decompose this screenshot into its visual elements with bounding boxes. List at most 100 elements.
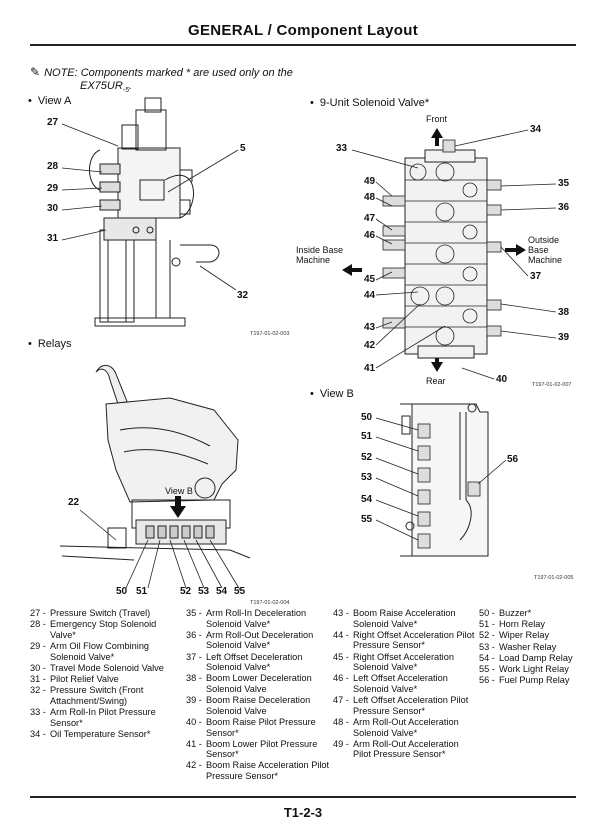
callout-32: 32 [237, 290, 249, 301]
legend-item-number: 40 - [186, 716, 202, 727]
figure-code-solenoid: T197-01-02-007 [532, 382, 572, 388]
callout-52: 52 [180, 586, 192, 597]
figure-code-relays: T197-01-02-004 [250, 600, 290, 606]
callout-39: 39 [558, 332, 570, 343]
callout-38: 38 [558, 307, 570, 318]
callout-33: 33 [336, 143, 348, 154]
legend-item-text: Arm Roll-Out Acceleration Solenoid Valve… [353, 716, 459, 738]
note-period: . [129, 80, 133, 92]
legend-item-number: 54 - [479, 652, 495, 663]
callout-29: 29 [47, 183, 59, 194]
callout-30: 30 [47, 203, 59, 214]
legend-item-number: 53 - [479, 641, 495, 652]
legend-item-number: 46 - [333, 673, 349, 684]
legend-item-number: 36 - [186, 629, 202, 640]
legend-item: 31 -Pilot Relief Valve [30, 674, 180, 685]
legend-item-number: 27 - [30, 608, 46, 618]
callout-36: 36 [558, 202, 570, 213]
callout-45: 45 [364, 274, 376, 285]
note: ✎NOTE: Components marked * are used only… [30, 66, 293, 97]
legend-item-text: Left Offset Deceleration Solenoid Valve* [206, 651, 303, 673]
vb-callout-54: 54 [361, 494, 373, 505]
legend-item-text: Travel Mode Solenoid Valve [50, 662, 164, 673]
legend-item: 35 -Arm Roll-In Deceleration Solenoid Va… [186, 608, 331, 629]
figure-code-view-b: T197-01-02-005 [534, 575, 574, 581]
legend-item-number: 33 - [30, 706, 46, 717]
legend-item-number: 44 - [333, 629, 349, 640]
legend-item-text: Emergency Stop Solenoid Valve* [50, 619, 157, 640]
legend-item: 44 -Right Offset Acceleration Pilot Pres… [333, 630, 478, 651]
legend-item: 50 - Buzzer* [479, 608, 576, 619]
vb-callout-52: 52 [361, 452, 373, 463]
vb-callout-56: 56 [507, 454, 519, 465]
legend-item-text: Boom Raise Acceleration Pilot Pressure S… [206, 760, 330, 782]
legend-item-text: Fuel Pump Relay [499, 675, 570, 686]
legend-item-text: Pressure Switch (Front Attachment/Swing) [50, 685, 144, 706]
vb-callout-55: 55 [361, 514, 373, 525]
legend-item-number: 51 - [479, 619, 495, 630]
legend-item: 39 -Boom Raise Deceleration Solenoid Val… [186, 695, 331, 716]
legend-item: 46 - Left Offset Acceleration Solenoid Va… [333, 673, 478, 694]
section-view-b: View B [310, 388, 354, 400]
section-relays: Relays [28, 338, 72, 350]
note-model-suffix: -5 [122, 87, 130, 95]
callout-47: 47 [364, 213, 376, 224]
legend-item-text: Work Light Relay [499, 663, 569, 674]
callout-40: 40 [496, 374, 508, 385]
callout-55: 55 [234, 586, 246, 597]
legend-item-number: 49 - [333, 738, 349, 749]
callout-37: 37 [530, 271, 542, 282]
legend-item-number: 37 - [186, 651, 202, 662]
footer-rule [30, 796, 576, 798]
legend-item: 48 -Arm Roll-Out Acceleration Solenoid V… [333, 717, 478, 738]
direction-rear: Rear [426, 376, 446, 386]
vb-callout-51: 51 [361, 431, 373, 442]
callout-31: 31 [47, 233, 59, 244]
legend-item: 41 -Boom Lower Pilot Pressure Sensor* [186, 739, 331, 760]
legend-item-text: Load Damp Relay [499, 652, 573, 663]
legend-item: 56 -Fuel Pump Relay [479, 675, 576, 686]
legend-item-text: Left Offset Acceleration Pilot Pressure … [353, 695, 469, 716]
legend-col-1: 27 -Pressure Switch (Travel)28 -Emergenc… [30, 608, 180, 740]
figure-code-view-a: T197-01-02-003 [250, 331, 290, 337]
legend-item-text: Pressure Switch (Travel) [50, 608, 151, 618]
callout-43: 43 [364, 322, 376, 333]
legend-item-number: 42 - [186, 760, 202, 771]
legend-item-text: Wiper Relay [499, 630, 550, 641]
legend-item: 54 - Load Damp Relay [479, 653, 576, 664]
legend-item-number: 55 - [479, 663, 495, 674]
legend-item: 36 -Arm Roll-Out Deceleration Solenoid V… [186, 630, 331, 651]
view-b-marker: View B [165, 486, 193, 496]
legend-item: 49 -Arm Roll-Out Acceleration Pilot Pres… [333, 739, 478, 760]
legend-item-text: Left Offset Acceleration Solenoid Valve* [353, 673, 448, 694]
legend-item-number: 32 - [30, 685, 46, 696]
callout-35: 35 [558, 178, 570, 189]
direction-front: Front [426, 114, 448, 124]
callout-54: 54 [216, 586, 228, 597]
legend-item-text: Buzzer* [499, 608, 532, 618]
callout-34: 34 [530, 124, 542, 135]
direction-outside-base: Outside Base Machine [528, 235, 563, 265]
legend-item: 30 -Travel Mode Solenoid Valve [30, 663, 180, 674]
callout-53: 53 [198, 586, 210, 597]
note-pencil-icon: ✎ [30, 65, 41, 79]
legend-item-text: Washer Relay [499, 641, 557, 652]
legend-item-text: Horn Relay [499, 619, 545, 630]
component-legend: 27 -Pressure Switch (Travel)28 -Emergenc… [30, 608, 576, 788]
legend-item: 55 - Work Light Relay [479, 664, 576, 675]
legend-item: 52 -Wiper Relay [479, 630, 576, 641]
legend-col-3: 43 -Boom Raise Acceleration Solenoid Val… [333, 608, 478, 760]
legend-item-number: 31 - [30, 673, 46, 684]
legend-item-text: Right Offset Acceleration Solenoid Valve… [353, 651, 454, 673]
legend-item: 37 - Left Offset Deceleration Solenoid Va… [186, 652, 331, 673]
legend-item-text: Arm Roll-In Deceleration Solenoid Valve* [206, 608, 307, 629]
vb-callout-53: 53 [361, 472, 373, 483]
legend-item-text: Boom Lower Deceleration Solenoid Valve [206, 673, 312, 694]
legend-item: 43 -Boom Raise Acceleration Solenoid Val… [333, 608, 478, 629]
legend-item-number: 50 - [479, 608, 495, 618]
legend-item: 53 - Washer Relay [479, 642, 576, 653]
legend-item-number: 45 - [333, 651, 349, 662]
page-title: GENERAL / Component Layout [187, 22, 419, 39]
